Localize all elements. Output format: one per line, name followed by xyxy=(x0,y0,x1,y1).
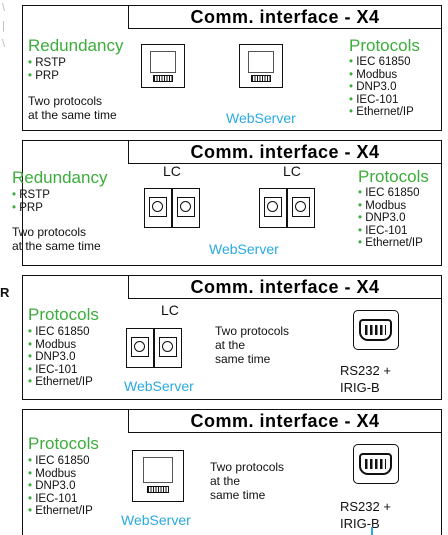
redundancy-list: RSTP PRP xyxy=(12,189,50,214)
redundancy-label: Redundancy xyxy=(12,168,108,187)
list-item: Ethernet/IP xyxy=(28,376,93,389)
serial-label: RS232 + IRIG-B xyxy=(340,362,391,396)
list-item: PRP xyxy=(28,70,66,83)
protocol-note: Two protocols at the same time xyxy=(215,324,289,366)
edge-mark: \ xyxy=(2,38,6,50)
panel-title: Comm. interface - X4 xyxy=(128,6,441,29)
list-item: RSTP xyxy=(12,189,50,202)
list-item: Ethernet/IP xyxy=(349,106,414,119)
protocol-note: Two protocols at the same time xyxy=(12,225,101,253)
webserver-label: WebServer xyxy=(124,378,194,394)
panel-title: Comm. interface - X4 xyxy=(128,276,441,299)
list-item: DNP3.0 xyxy=(349,81,414,94)
note-line: Two protocols xyxy=(12,225,87,239)
edge-mark: \ xyxy=(2,2,6,14)
note-line: at the xyxy=(215,338,246,352)
protocols-list: IEC 61850 Modbus DNP3.0 IEC-101 Ethernet… xyxy=(28,455,93,518)
protocol-note: Two protocols at the same time xyxy=(210,460,284,502)
pointer-arrow-icon xyxy=(371,527,373,535)
list-item: Modbus xyxy=(28,339,93,352)
list-item: IEC 61850 xyxy=(28,455,93,468)
firewire-port-icon xyxy=(353,444,399,484)
protocols-label: Protocols xyxy=(28,434,99,453)
edge-mark: | xyxy=(2,20,5,32)
list-item: DNP3.0 xyxy=(28,351,93,364)
note-line: same time xyxy=(210,488,266,502)
list-item: DNP3.0 xyxy=(358,212,423,225)
note-line: same time xyxy=(215,352,271,366)
list-item: IEC-101 xyxy=(28,364,93,377)
list-item: PRP xyxy=(12,202,50,215)
list-item: Ethernet/IP xyxy=(28,505,93,518)
note-line: at the xyxy=(210,474,241,488)
list-item: Ethernet/IP xyxy=(358,237,423,250)
rj45-port-icon xyxy=(239,44,283,88)
fiber-lc-port-icon xyxy=(144,188,200,228)
list-item: RSTP xyxy=(28,57,66,70)
protocols-label: Protocols xyxy=(358,167,429,186)
comm-panel-rj45-serial: Comm. interface - X4 Protocols IEC 61850… xyxy=(22,409,442,535)
serial-label: RS232 + IRIG-B xyxy=(340,498,391,532)
protocols-list: IEC 61850 Modbus DNP3.0 IEC-101 Ethernet… xyxy=(358,187,423,250)
serial-line: IRIG-B xyxy=(340,516,380,531)
list-item: Modbus xyxy=(349,69,414,82)
redundancy-list: RSTP PRP xyxy=(28,57,66,82)
list-item: IEC 61850 xyxy=(358,187,423,200)
list-item: Modbus xyxy=(28,468,93,481)
note-line: at the same time xyxy=(12,239,101,253)
protocols-label: Protocols xyxy=(28,305,99,324)
panel-title: Comm. interface - X4 xyxy=(128,141,441,164)
side-marker: R xyxy=(0,285,10,300)
rj45-port-icon xyxy=(141,44,185,88)
panel-title: Comm. interface - X4 xyxy=(128,410,441,433)
firewire-port-icon xyxy=(353,310,399,350)
redundancy-label: Redundancy xyxy=(28,36,124,55)
left-margin: \ | \ xyxy=(0,0,22,535)
comm-panel-fiber-serial: Comm. interface - X4 Protocols IEC 61850… xyxy=(22,275,442,400)
lc-label: LC xyxy=(161,302,179,318)
rj45-port-icon xyxy=(132,450,184,502)
list-item: Modbus xyxy=(358,200,423,213)
list-item: IEC 61850 xyxy=(349,56,414,69)
fiber-lc-port-icon xyxy=(126,328,182,368)
protocols-list: IEC 61850 Modbus DNP3.0 IEC-101 Ethernet… xyxy=(349,56,414,119)
list-item: IEC-101 xyxy=(358,225,423,238)
serial-line: RS232 + xyxy=(340,363,391,378)
lc-label: LC xyxy=(283,163,301,179)
fiber-lc-port-icon xyxy=(259,188,315,228)
lc-label: LC xyxy=(163,163,181,179)
serial-line: IRIG-B xyxy=(340,380,380,395)
list-item: IEC-101 xyxy=(28,493,93,506)
webserver-label: WebServer xyxy=(209,241,279,257)
note-line: at the same time xyxy=(28,108,117,122)
serial-line: RS232 + xyxy=(340,499,391,514)
webserver-label: WebServer xyxy=(121,512,191,528)
protocol-note: Two protocols at the same time xyxy=(28,94,117,122)
protocols-label: Protocols xyxy=(349,36,420,55)
protocols-list: IEC 61850 Modbus DNP3.0 IEC-101 Ethernet… xyxy=(28,326,93,389)
note-line: Two protocols xyxy=(28,94,103,108)
note-line: Two protocols xyxy=(215,324,290,338)
webserver-label: WebServer xyxy=(226,110,296,126)
comm-panel-rj45-redundant: Comm. interface - X4 Redundancy RSTP PRP… xyxy=(22,5,442,131)
note-line: Two protocols xyxy=(210,460,285,474)
comm-panel-fiber-redundant: Comm. interface - X4 Redundancy RSTP PRP… xyxy=(12,140,442,266)
list-item: DNP3.0 xyxy=(28,480,93,493)
list-item: IEC 61850 xyxy=(28,326,93,339)
list-item: IEC-101 xyxy=(349,94,414,107)
